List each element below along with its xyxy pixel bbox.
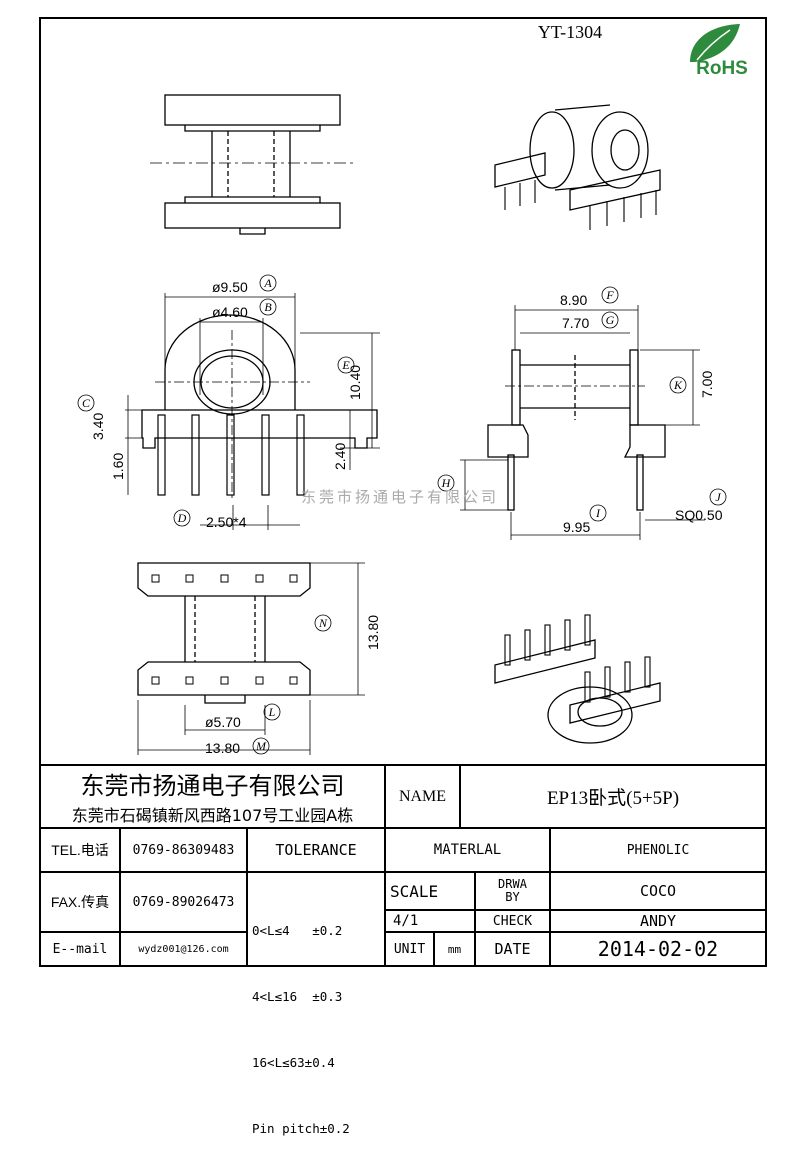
date-label: DATE xyxy=(494,940,531,958)
drawing-border xyxy=(39,17,767,967)
name-value: EP13卧式(5+5P) xyxy=(546,788,680,809)
svg-text:G: G xyxy=(606,313,615,327)
watermark: 东莞市扬通电子有限公司 xyxy=(301,489,499,506)
date-value: 2014-02-02 xyxy=(597,937,719,961)
svg-text:L: L xyxy=(268,705,276,719)
scale-label: SCALE xyxy=(390,881,439,901)
company-name: 东莞市扬通电子有限公司 xyxy=(80,771,345,800)
bottom-view xyxy=(137,562,365,755)
side-view xyxy=(460,305,705,540)
svg-text:J: J xyxy=(715,490,721,504)
part-number: YT-1304 xyxy=(538,22,602,42)
technical-drawing: YT-1304 RoHS xyxy=(39,17,767,967)
top-view xyxy=(150,94,355,235)
email-label: E--mail xyxy=(52,941,108,957)
svg-text:E: E xyxy=(341,358,350,372)
dim-m-value: 13.80 xyxy=(205,740,240,756)
isometric-view-top xyxy=(494,104,661,230)
name-label: NAME xyxy=(398,787,447,805)
tolerance-row: 0<L≤4 ±0.2 xyxy=(252,923,343,938)
dim-k-value: 7.00 xyxy=(699,371,715,398)
email-value: wydz001@126.com xyxy=(138,943,229,955)
scale-value: 4/1 xyxy=(393,913,419,929)
svg-text:K: K xyxy=(673,378,683,392)
side-view-dimensions: 8.90 7.70 7.00 9.95 SQ0.50 xyxy=(560,292,723,535)
dim-n-value: 13.80 xyxy=(365,615,381,650)
dim-g-value: 7.70 xyxy=(562,315,589,331)
title-block-grid xyxy=(40,764,766,966)
drawn-by-value: COCO xyxy=(639,882,677,900)
svg-text:I: I xyxy=(595,506,601,520)
svg-text:M: M xyxy=(255,739,267,753)
tolerance-row: 4<L≤16 ±0.3 xyxy=(252,989,343,1004)
dim-d-value: 2.50*4 xyxy=(206,514,247,530)
check-value: ANDY xyxy=(639,912,677,930)
company-address: 东莞市石碣镇新风西路107号工业园A栋 xyxy=(71,805,354,825)
bottom-view-dimensions: 13.80 ø5.70 13.80 xyxy=(205,615,381,756)
check-label: CHECK xyxy=(492,913,533,929)
dim-i-value: 9.95 xyxy=(563,519,590,535)
rohs-text: RoHS xyxy=(696,58,748,79)
fax-label: FAX.传真 xyxy=(50,894,110,910)
front-view xyxy=(125,293,380,530)
tolerance-row: Pin pitch±0.2 xyxy=(252,1121,350,1136)
rohs-logo: RoHS xyxy=(690,24,748,79)
tolerance-list: 0<L≤4 ±0.2 4<L≤16 ±0.3 16<L≤63±0.4 Pin p… xyxy=(252,876,384,1162)
tolerance-row: 16<L≤63±0.4 xyxy=(252,1055,335,1070)
material-label: MATERLAL xyxy=(433,842,502,858)
material-value: PHENOLIC xyxy=(626,842,690,858)
svg-text:N: N xyxy=(318,616,328,630)
dim-f-value: 8.90 xyxy=(560,292,587,308)
svg-text:B: B xyxy=(264,300,272,314)
dim-e-value: 10.40 xyxy=(347,365,363,400)
unit-label: UNIT xyxy=(393,941,426,957)
tolerance-label: TOLERANCE xyxy=(275,841,357,859)
dim-c2-value: 1.60 xyxy=(110,453,126,480)
dim-l-value: ø5.70 xyxy=(205,714,241,730)
svg-text:A: A xyxy=(263,276,272,290)
svg-text:D: D xyxy=(177,511,187,525)
svg-text:C: C xyxy=(82,396,91,410)
dim-e2-value: 2.40 xyxy=(332,443,348,470)
dim-j-value: SQ0.50 xyxy=(675,507,723,523)
isometric-view-bottom xyxy=(494,614,661,744)
tel-value: 0769-86309483 xyxy=(132,842,235,858)
tel-label: TEL.电话 xyxy=(51,842,109,858)
dim-b-value: ø4.60 xyxy=(212,304,248,320)
dim-c-value: 3.40 xyxy=(90,413,106,440)
svg-text:H: H xyxy=(441,476,452,490)
fax-value: 0769-89026473 xyxy=(132,894,235,910)
front-view-dimensions: ø9.50 ø4.60 2.50*4 10.40 2.40 3.40 1.60 xyxy=(90,279,363,530)
unit-value: mm xyxy=(447,942,462,956)
svg-text:F: F xyxy=(605,288,614,302)
dim-a-value: ø9.50 xyxy=(212,279,248,295)
reference-tags: A B E C D F G K H I J N L M xyxy=(77,274,727,755)
drawn-by-label: DRWA BY xyxy=(498,877,527,904)
